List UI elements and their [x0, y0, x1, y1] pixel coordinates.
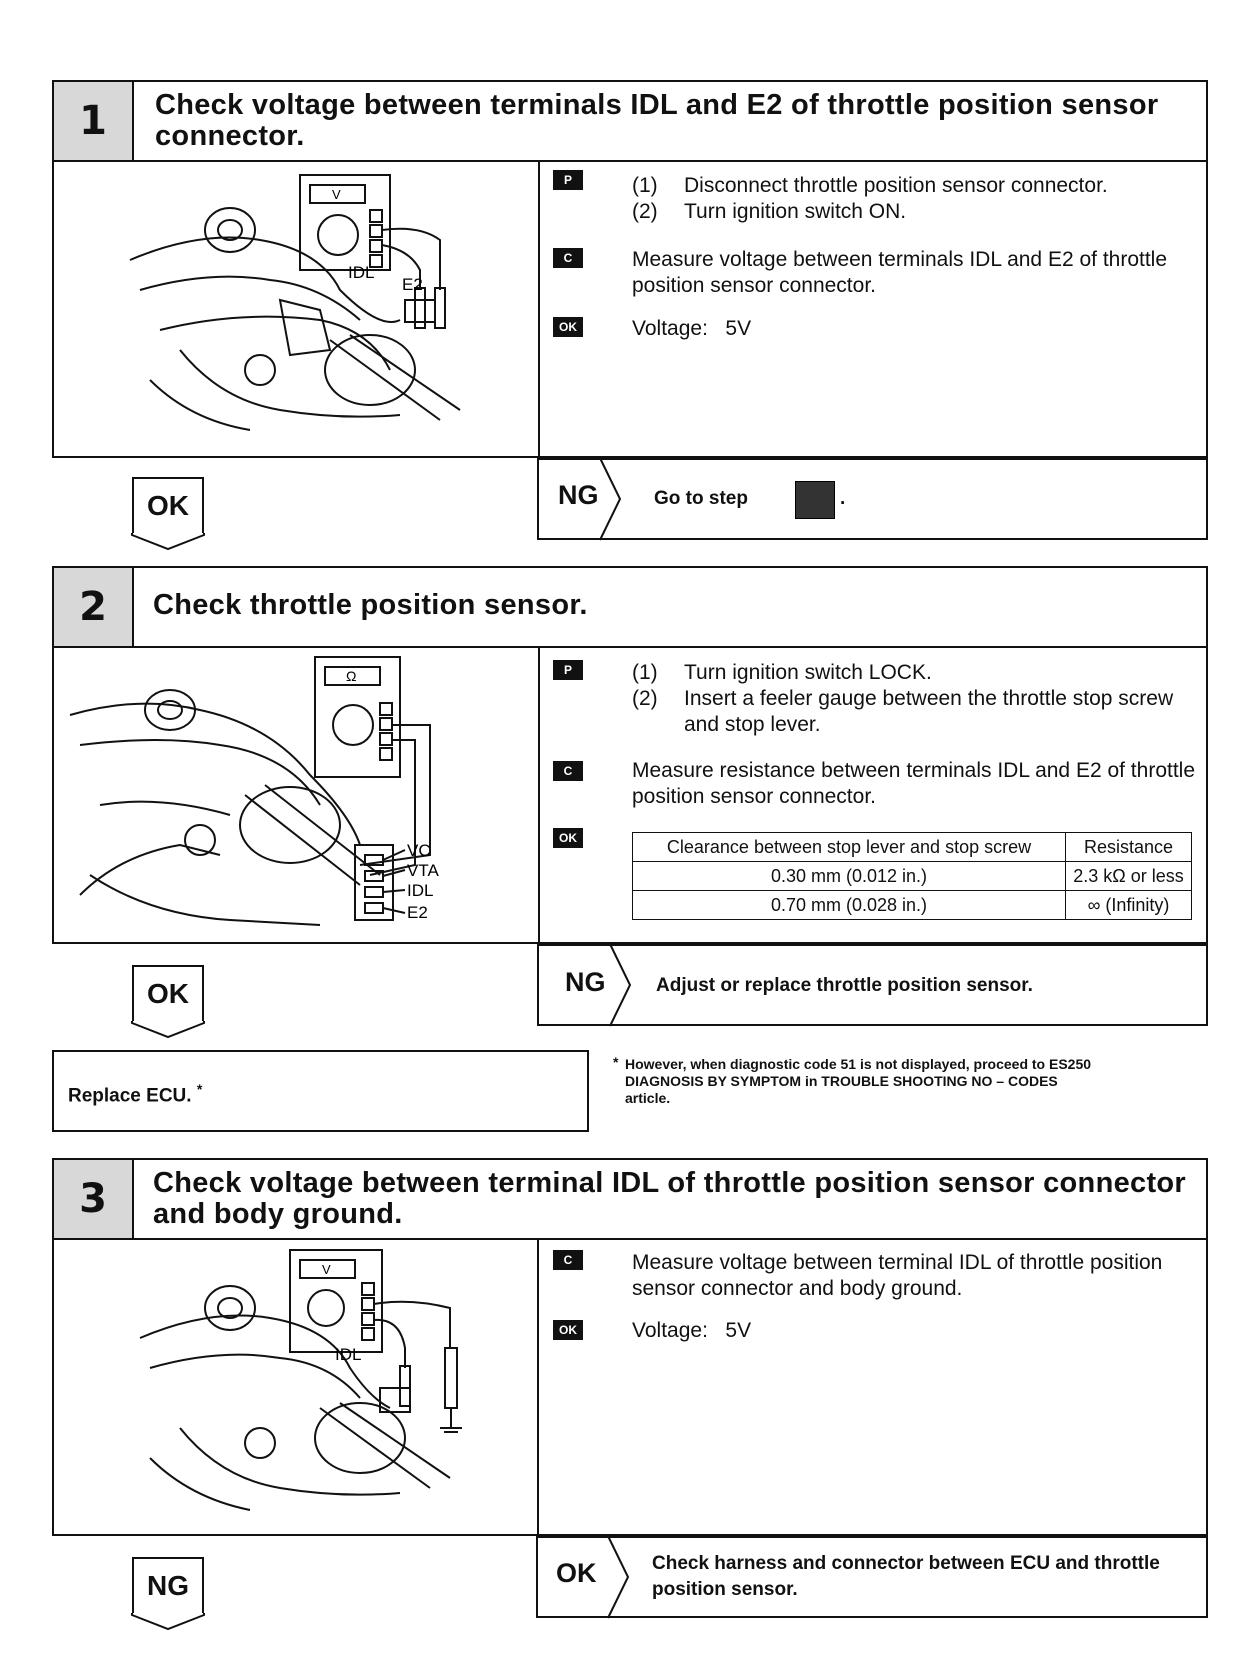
- step-3-ok-spec: Voltage: 5V: [632, 1319, 752, 1342]
- table-cell: 2.3 kΩ or less: [1065, 861, 1192, 891]
- step-1-ok-spec: Voltage: 5V: [632, 317, 752, 340]
- footnote: * However, when diagnostic code 51 is no…: [613, 1054, 1105, 1107]
- step-1-ng-badge: NG: [558, 480, 599, 510]
- step-1-check: Measure voltage between terminals IDL an…: [632, 248, 1168, 297]
- step-3-number: 3: [54, 1160, 134, 1238]
- step-3-title: Check voltage between terminal IDL of th…: [153, 1167, 1187, 1230]
- replace-ecu-label: Replace ECU.: [68, 1085, 192, 1107]
- ok-tag: OK: [553, 1320, 583, 1340]
- step-2-ng-text: Adjust or replace throttle position sens…: [656, 975, 1033, 996]
- step-1-title: Check voltage between terminals IDL and …: [155, 89, 1159, 152]
- asterisk: *: [196, 1081, 203, 1097]
- ok-tag: OK: [553, 317, 583, 337]
- result-divider-arrow: [609, 943, 632, 1027]
- prep-item: Turn ignition switch ON.: [684, 200, 907, 223]
- step-1-divider: [52, 160, 1208, 162]
- step-2-check: Measure resistance between terminals IDL…: [632, 759, 1196, 808]
- resistance-spec-table: Clearance between stop lever and stop sc…: [632, 832, 1192, 920]
- label-vta: VTA: [407, 861, 439, 880]
- label-idl: IDL: [348, 263, 374, 282]
- step-2-ng-result: [537, 944, 1208, 1026]
- prep-item: Turn ignition switch LOCK.: [684, 661, 932, 684]
- step-1-column-divider: [538, 160, 540, 458]
- step-1-number: 1: [54, 82, 134, 160]
- replace-ecu-box: [52, 1050, 589, 1132]
- step-2-divider: [52, 646, 1208, 648]
- prep-tag: P: [553, 660, 583, 680]
- table-cell: 0.30 mm (0.012 in.): [632, 861, 1066, 891]
- footnote-text: However, when diagnostic code 51 is not …: [625, 1056, 1092, 1106]
- step-2-number: 2: [54, 568, 134, 646]
- label-idl: IDL: [407, 881, 433, 900]
- step-3-check: Measure voltage between terminal IDL of …: [632, 1251, 1163, 1300]
- step-2-title: Check throttle position sensor.: [153, 589, 588, 621]
- table-row: 0.70 mm (0.028 in.) ∞ (Infinity): [632, 890, 1192, 920]
- step-1-illustration: IDL E2 V: [129, 174, 461, 431]
- ok-tag: OK: [553, 828, 583, 848]
- ok-badge-point: [131, 1021, 205, 1039]
- step-2-ok-badge: OK: [132, 965, 204, 1021]
- prep-number: (2): [632, 687, 658, 710]
- check-tag: C: [553, 761, 583, 781]
- label-e2: E2: [402, 275, 423, 294]
- table-header-row: Clearance between stop lever and stop sc…: [632, 832, 1192, 862]
- result-divider-arrow: [607, 1535, 630, 1619]
- prep-item: Disconnect throttle position sensor conn…: [684, 174, 1108, 197]
- prep-number: (1): [632, 174, 658, 197]
- table-cell: ∞ (Infinity): [1065, 890, 1192, 920]
- prep-tag: P: [553, 170, 583, 190]
- step-3-panel: [52, 1158, 1208, 1536]
- ng-badge-point: [131, 1613, 205, 1631]
- prep-number: (2): [632, 200, 658, 223]
- step-2-ng-badge: NG: [565, 967, 606, 997]
- result-divider-arrow: [599, 457, 622, 541]
- step-3-divider: [52, 1238, 1208, 1240]
- meter-symbol-v: V: [332, 187, 341, 202]
- step-1-prep: (1) Disconnect throttle position sensor c…: [632, 173, 1202, 225]
- go-to-step-period: .: [840, 488, 846, 509]
- table-header: Clearance between stop lever and stop sc…: [632, 832, 1066, 862]
- meter-symbol-v: V: [322, 1262, 331, 1277]
- step-3-ng-badge: NG: [132, 1557, 204, 1613]
- step-1-panel: [52, 80, 1208, 458]
- label-idl: IDL: [335, 1345, 361, 1364]
- step-1-ng-text: Go to step: [654, 488, 748, 509]
- step-3-ok-text: Check harness and connector between ECU …: [652, 1553, 1160, 1600]
- go-to-step-icon: [795, 481, 835, 519]
- table-header: Resistance: [1065, 832, 1192, 862]
- check-tag: C: [553, 248, 583, 268]
- table-row: 0.30 mm (0.012 in.) 2.3 kΩ or less: [632, 861, 1192, 891]
- step-2-illustration: Ω VC VTA IDL E2: [69, 656, 439, 926]
- step-1-ok-badge: OK: [132, 477, 204, 533]
- step-3-illustration: IDL V: [139, 1249, 462, 1511]
- step-3-column-divider: [537, 1238, 539, 1536]
- label-vc: VC: [407, 841, 431, 860]
- footnote-asterisk: *: [613, 1054, 619, 1070]
- meter-symbol-ohm: Ω: [346, 668, 356, 684]
- table-cell: 0.70 mm (0.028 in.): [632, 890, 1066, 920]
- label-e2: E2: [407, 903, 428, 922]
- step-3-ok-result: [536, 1536, 1208, 1618]
- prep-item: Insert a feeler gauge between the thrott…: [684, 687, 1174, 736]
- step-2-prep: (1) Turn ignition switch LOCK. (2) Insert …: [632, 660, 1202, 738]
- ok-badge-point: [131, 533, 205, 551]
- step-1-ng-result: [537, 458, 1208, 540]
- step-3-ok-badge: OK: [556, 1558, 597, 1588]
- step-2-column-divider: [538, 646, 540, 944]
- check-tag: C: [553, 1250, 583, 1270]
- prep-number: (1): [632, 661, 658, 684]
- replace-ecu-text: Replace ECU. *: [68, 1076, 202, 1109]
